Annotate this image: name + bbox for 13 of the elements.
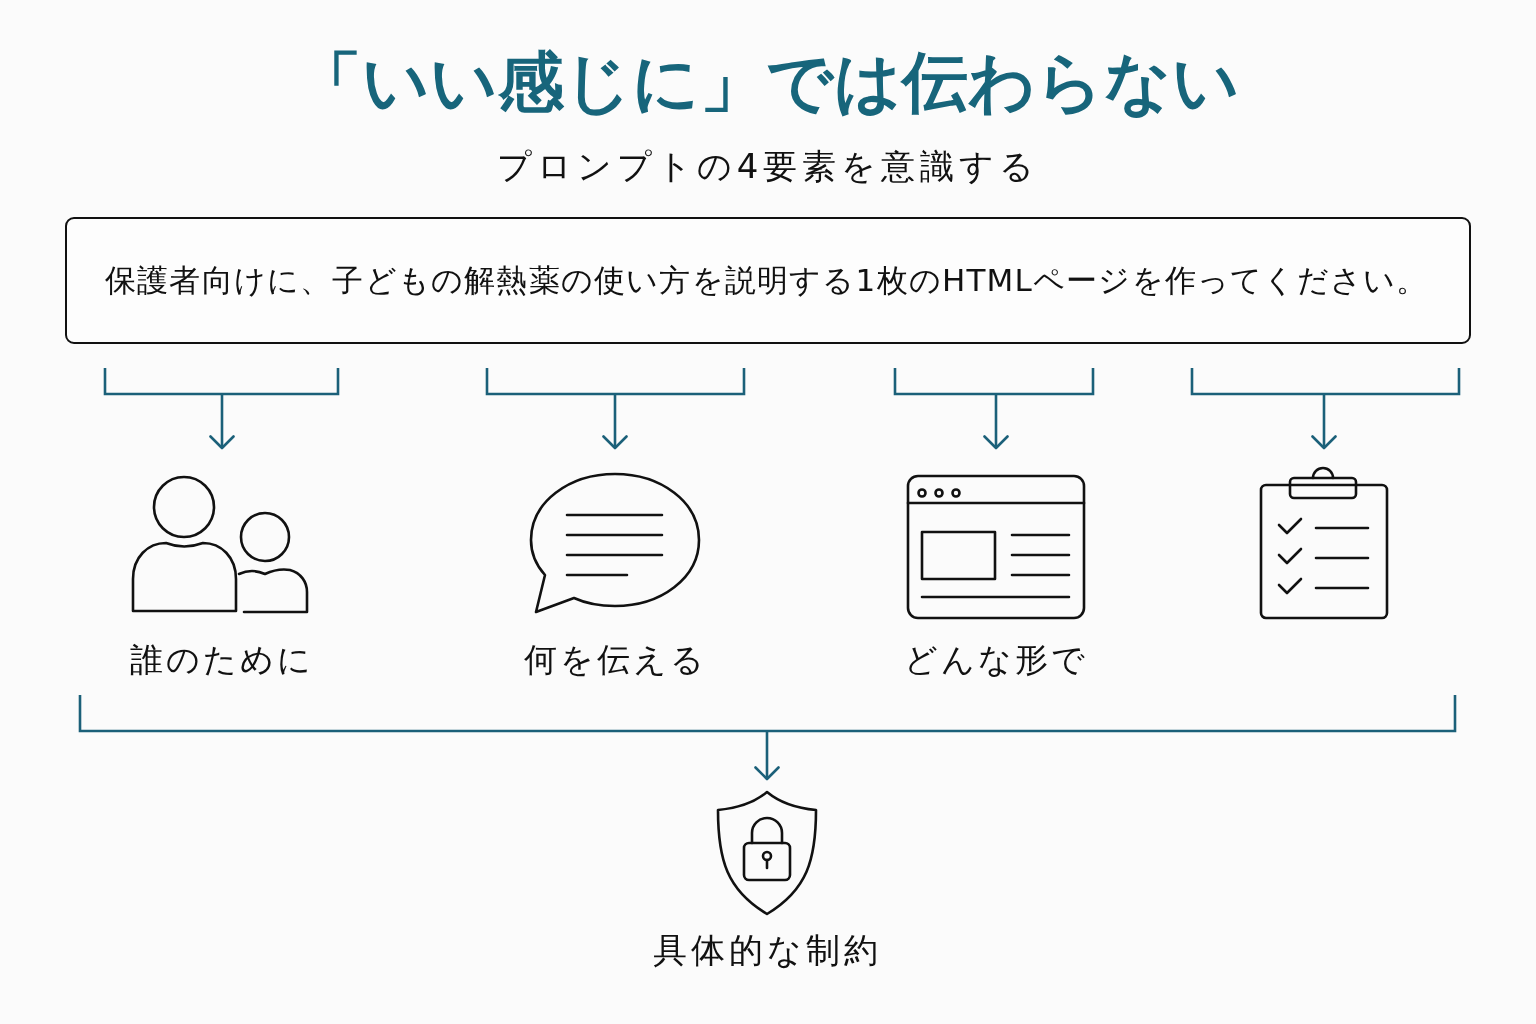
subtitle: プロンプトの4要素を意識する xyxy=(496,145,1040,187)
prompt-box xyxy=(65,217,1471,344)
bracket-arrow xyxy=(1190,366,1461,450)
bracket-arrow xyxy=(485,366,746,450)
node-label: どんな形で xyxy=(904,639,1088,681)
node-label: 誰のために xyxy=(130,639,314,681)
bracket-arrow xyxy=(78,693,1457,781)
bracket-arrow xyxy=(103,366,340,450)
node-label: 何を伝える xyxy=(523,639,707,681)
title: 「いい感じに」では伝わらない xyxy=(296,45,1240,121)
node-label: 具体的な制約 xyxy=(652,929,882,972)
bracket-arrow xyxy=(893,366,1095,450)
prompt-text: 保護者向けに、子どもの解熱薬の使い方を説明する1枚のHTMLページを作ってください。 xyxy=(105,261,1429,301)
